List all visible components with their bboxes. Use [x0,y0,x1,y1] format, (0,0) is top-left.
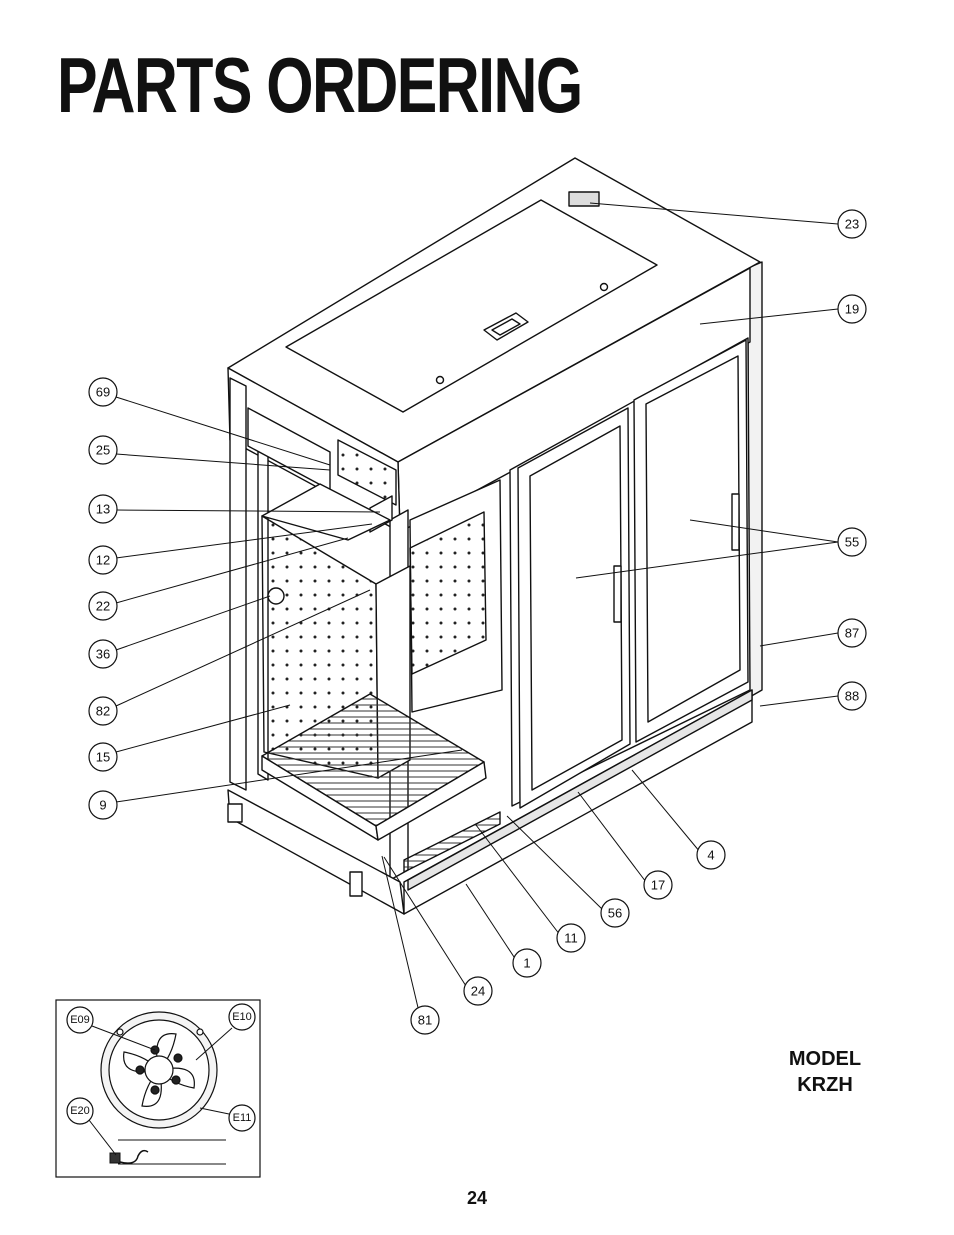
fan-inset: E09 E10 E11 E20 [55,999,261,1178]
callout-15: 15 [88,742,118,772]
svg-text:4: 4 [707,848,714,863]
svg-text:82: 82 [96,704,110,719]
cabinet-drawing [227,157,763,915]
svg-text:22: 22 [96,599,110,614]
callout-4: 4 [696,840,726,870]
svg-text:E09: E09 [70,1014,90,1026]
svg-text:1: 1 [523,956,530,971]
callout-81: 81 [410,1005,440,1035]
model-label-line2: KRZH [797,1074,853,1096]
svg-text:E11: E11 [233,1112,252,1124]
callout-e11: E11 [228,1104,256,1132]
callout-e20: E20 [66,1097,94,1125]
callout-22: 22 [88,591,118,621]
svg-text:36: 36 [96,647,110,662]
callout-25: 25 [88,435,118,465]
svg-text:15: 15 [96,750,110,765]
svg-text:19: 19 [845,302,859,317]
svg-text:69: 69 [96,385,110,400]
callout-e10: E10 [228,1003,256,1031]
callout-82: 82 [88,696,118,726]
callout-87: 87 [837,618,867,648]
page-title: PARTS ORDERING [57,41,583,129]
svg-text:55: 55 [845,535,859,550]
callout-1: 1 [512,948,542,978]
callout-69: 69 [88,377,118,407]
model-label: MODEL KRZH [770,1046,880,1098]
callout-9: 9 [88,790,118,820]
svg-text:17: 17 [651,878,665,893]
callout-56: 56 [600,898,630,928]
svg-text:81: 81 [418,1013,432,1028]
page-number: 24 [466,1188,488,1208]
callout-17: 17 [643,870,673,900]
callout-e09: E09 [66,1006,94,1034]
svg-text:E20: E20 [70,1105,90,1117]
svg-text:24: 24 [471,984,485,999]
callout-36: 36 [88,639,118,669]
control-box-23 [568,191,600,207]
svg-text:12: 12 [96,553,110,568]
callout-88: 88 [837,681,867,711]
callout-55: 55 [837,527,867,557]
svg-text:23: 23 [845,217,859,232]
model-label-line1: MODEL [788,1048,862,1070]
fan-motor-drawing [100,1011,218,1129]
callout-19: 19 [837,294,867,324]
callout-11: 11 [556,923,586,953]
svg-text:88: 88 [845,689,859,704]
callout-13: 13 [88,494,118,524]
svg-text:9: 9 [99,798,106,813]
svg-text:13: 13 [96,502,110,517]
callout-24: 24 [463,976,493,1006]
callout-12: 12 [88,545,118,575]
callout-23: 23 [837,209,867,239]
svg-text:25: 25 [96,443,110,458]
svg-text:11: 11 [564,931,578,946]
svg-text:87: 87 [845,626,859,641]
svg-text:E10: E10 [232,1011,252,1023]
leader-lines [115,202,839,1017]
svg-text:56: 56 [608,906,622,921]
